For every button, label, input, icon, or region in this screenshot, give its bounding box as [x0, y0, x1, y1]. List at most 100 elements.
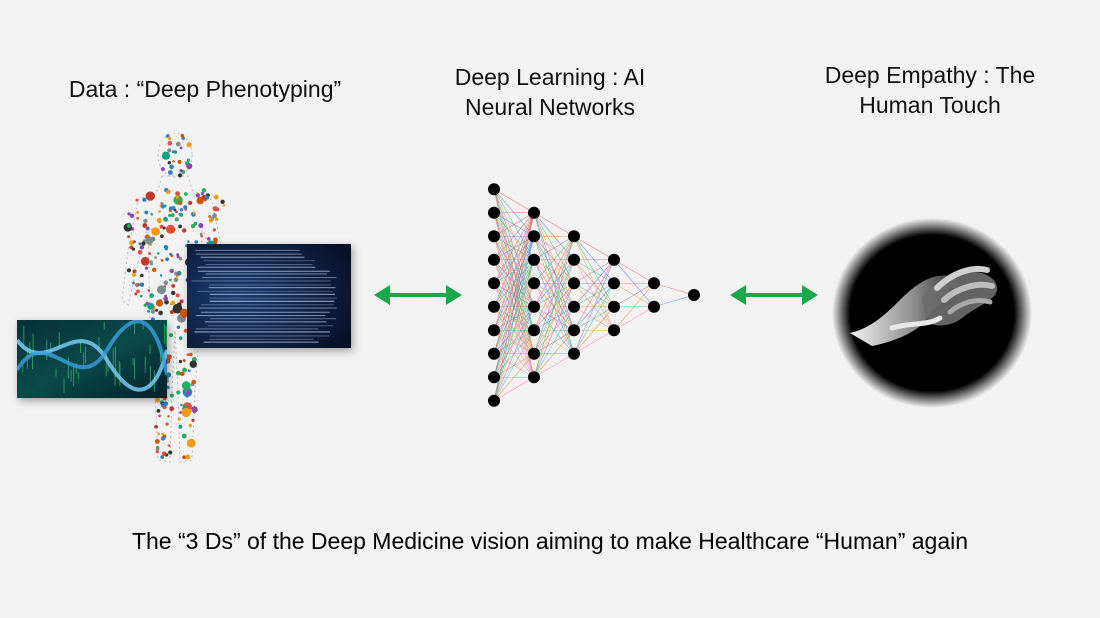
- nn-node: [528, 253, 540, 266]
- figure-dot: [155, 449, 159, 454]
- label-deep-empathy-line2: Human Touch: [859, 92, 1001, 118]
- figure-dot: [169, 278, 172, 282]
- figure-dot: [170, 300, 176, 305]
- figure-dot: [160, 436, 166, 441]
- nn-edge: [573, 259, 615, 331]
- code-rain: [142, 322, 144, 330]
- figure-dot: [161, 151, 171, 160]
- figure-dot: [176, 390, 181, 395]
- nn-node: [488, 347, 500, 360]
- figure-dot: [156, 217, 162, 223]
- nn-edge: [533, 259, 575, 378]
- figure-dot: [137, 249, 143, 255]
- nn-node: [488, 183, 500, 196]
- figure-dot: [212, 213, 217, 218]
- figure-dot: [179, 299, 184, 304]
- figure-dot: [135, 198, 139, 202]
- nn-edge: [493, 376, 535, 402]
- code-rain: [22, 363, 24, 373]
- nn-node: [488, 206, 500, 219]
- figure-dot: [166, 385, 170, 390]
- figure-dot: [142, 197, 147, 202]
- code-line: [210, 318, 336, 320]
- figure-dot: [139, 282, 145, 287]
- figure-dot: [178, 336, 183, 340]
- figure-dot: [212, 228, 216, 232]
- figure-dot: [167, 161, 171, 165]
- code-rain: [159, 351, 161, 363]
- code-rain: [70, 369, 72, 382]
- figure-dot: [132, 269, 137, 274]
- figure-dot: [191, 406, 198, 413]
- figure-dot: [167, 136, 172, 140]
- figure-dot: [186, 353, 190, 356]
- nn-edge: [573, 306, 615, 354]
- nn-edge: [573, 259, 615, 284]
- code-line: [195, 315, 326, 317]
- code-rain: [119, 363, 121, 386]
- nn-edge: [533, 235, 575, 261]
- figure-dot: [213, 240, 218, 245]
- figure-dot: [131, 247, 136, 251]
- figure-dot: [136, 289, 140, 293]
- figure-dot: [160, 234, 164, 238]
- figure-dot: [154, 256, 157, 259]
- nn-edge: [533, 283, 575, 378]
- nn-edge: [493, 188, 535, 214]
- nn-node: [608, 324, 620, 337]
- nn-edge: [573, 235, 615, 261]
- nn-node: [488, 253, 500, 266]
- nn-edge: [493, 212, 535, 378]
- figure-dot: [166, 372, 172, 378]
- figure-dot: [184, 192, 188, 196]
- code-line: [195, 328, 319, 330]
- double-arrow-icon: [730, 285, 818, 305]
- figure-dot: [132, 281, 135, 285]
- code-line: [195, 249, 300, 251]
- nn-node: [488, 371, 500, 384]
- code-line: [207, 325, 334, 327]
- figure-dot: [161, 451, 167, 457]
- figure-dot: [175, 141, 181, 147]
- figure-dot: [156, 409, 161, 413]
- figure-dot: [167, 148, 172, 153]
- nn-edge: [493, 212, 535, 331]
- figure-dot: [215, 207, 220, 212]
- figure-dot: [152, 267, 157, 272]
- nn-node: [528, 206, 540, 219]
- figure-dot: [164, 294, 167, 298]
- code-rain: [80, 341, 81, 353]
- nn-node: [608, 277, 620, 290]
- figure-dot: [136, 216, 140, 220]
- figure-dot: [170, 213, 175, 218]
- code-rain: [23, 326, 25, 350]
- label-deep-learning-line2: Neural Networks: [465, 94, 635, 120]
- figure-dot: [187, 240, 190, 243]
- figure-dot: [175, 191, 180, 196]
- figure-dot: [178, 224, 182, 229]
- figure-dot: [201, 188, 207, 193]
- nn-edge: [573, 259, 615, 307]
- figure-dot: [165, 422, 169, 426]
- figure-dot: [182, 455, 186, 460]
- hands-image: [832, 218, 1032, 408]
- figure-dot: [186, 438, 196, 448]
- figure-dot: [181, 381, 191, 390]
- double-arrow-icon: [374, 285, 462, 305]
- figure-dot: [185, 394, 189, 398]
- figure-dot: [126, 268, 132, 273]
- code-line: [204, 321, 327, 323]
- code-rain: [83, 352, 85, 370]
- code-line: [191, 280, 331, 282]
- figure-dot: [168, 214, 172, 217]
- code-rain: [85, 346, 86, 364]
- figure-dot: [181, 433, 187, 439]
- figure-dot: [150, 309, 156, 314]
- nn-node: [488, 277, 500, 290]
- figure-dot: [175, 293, 180, 298]
- figure-dot: [181, 407, 191, 418]
- nn-node: [528, 347, 540, 360]
- code-line: [209, 335, 330, 337]
- code-rain: [55, 368, 57, 377]
- code-line: [205, 273, 327, 275]
